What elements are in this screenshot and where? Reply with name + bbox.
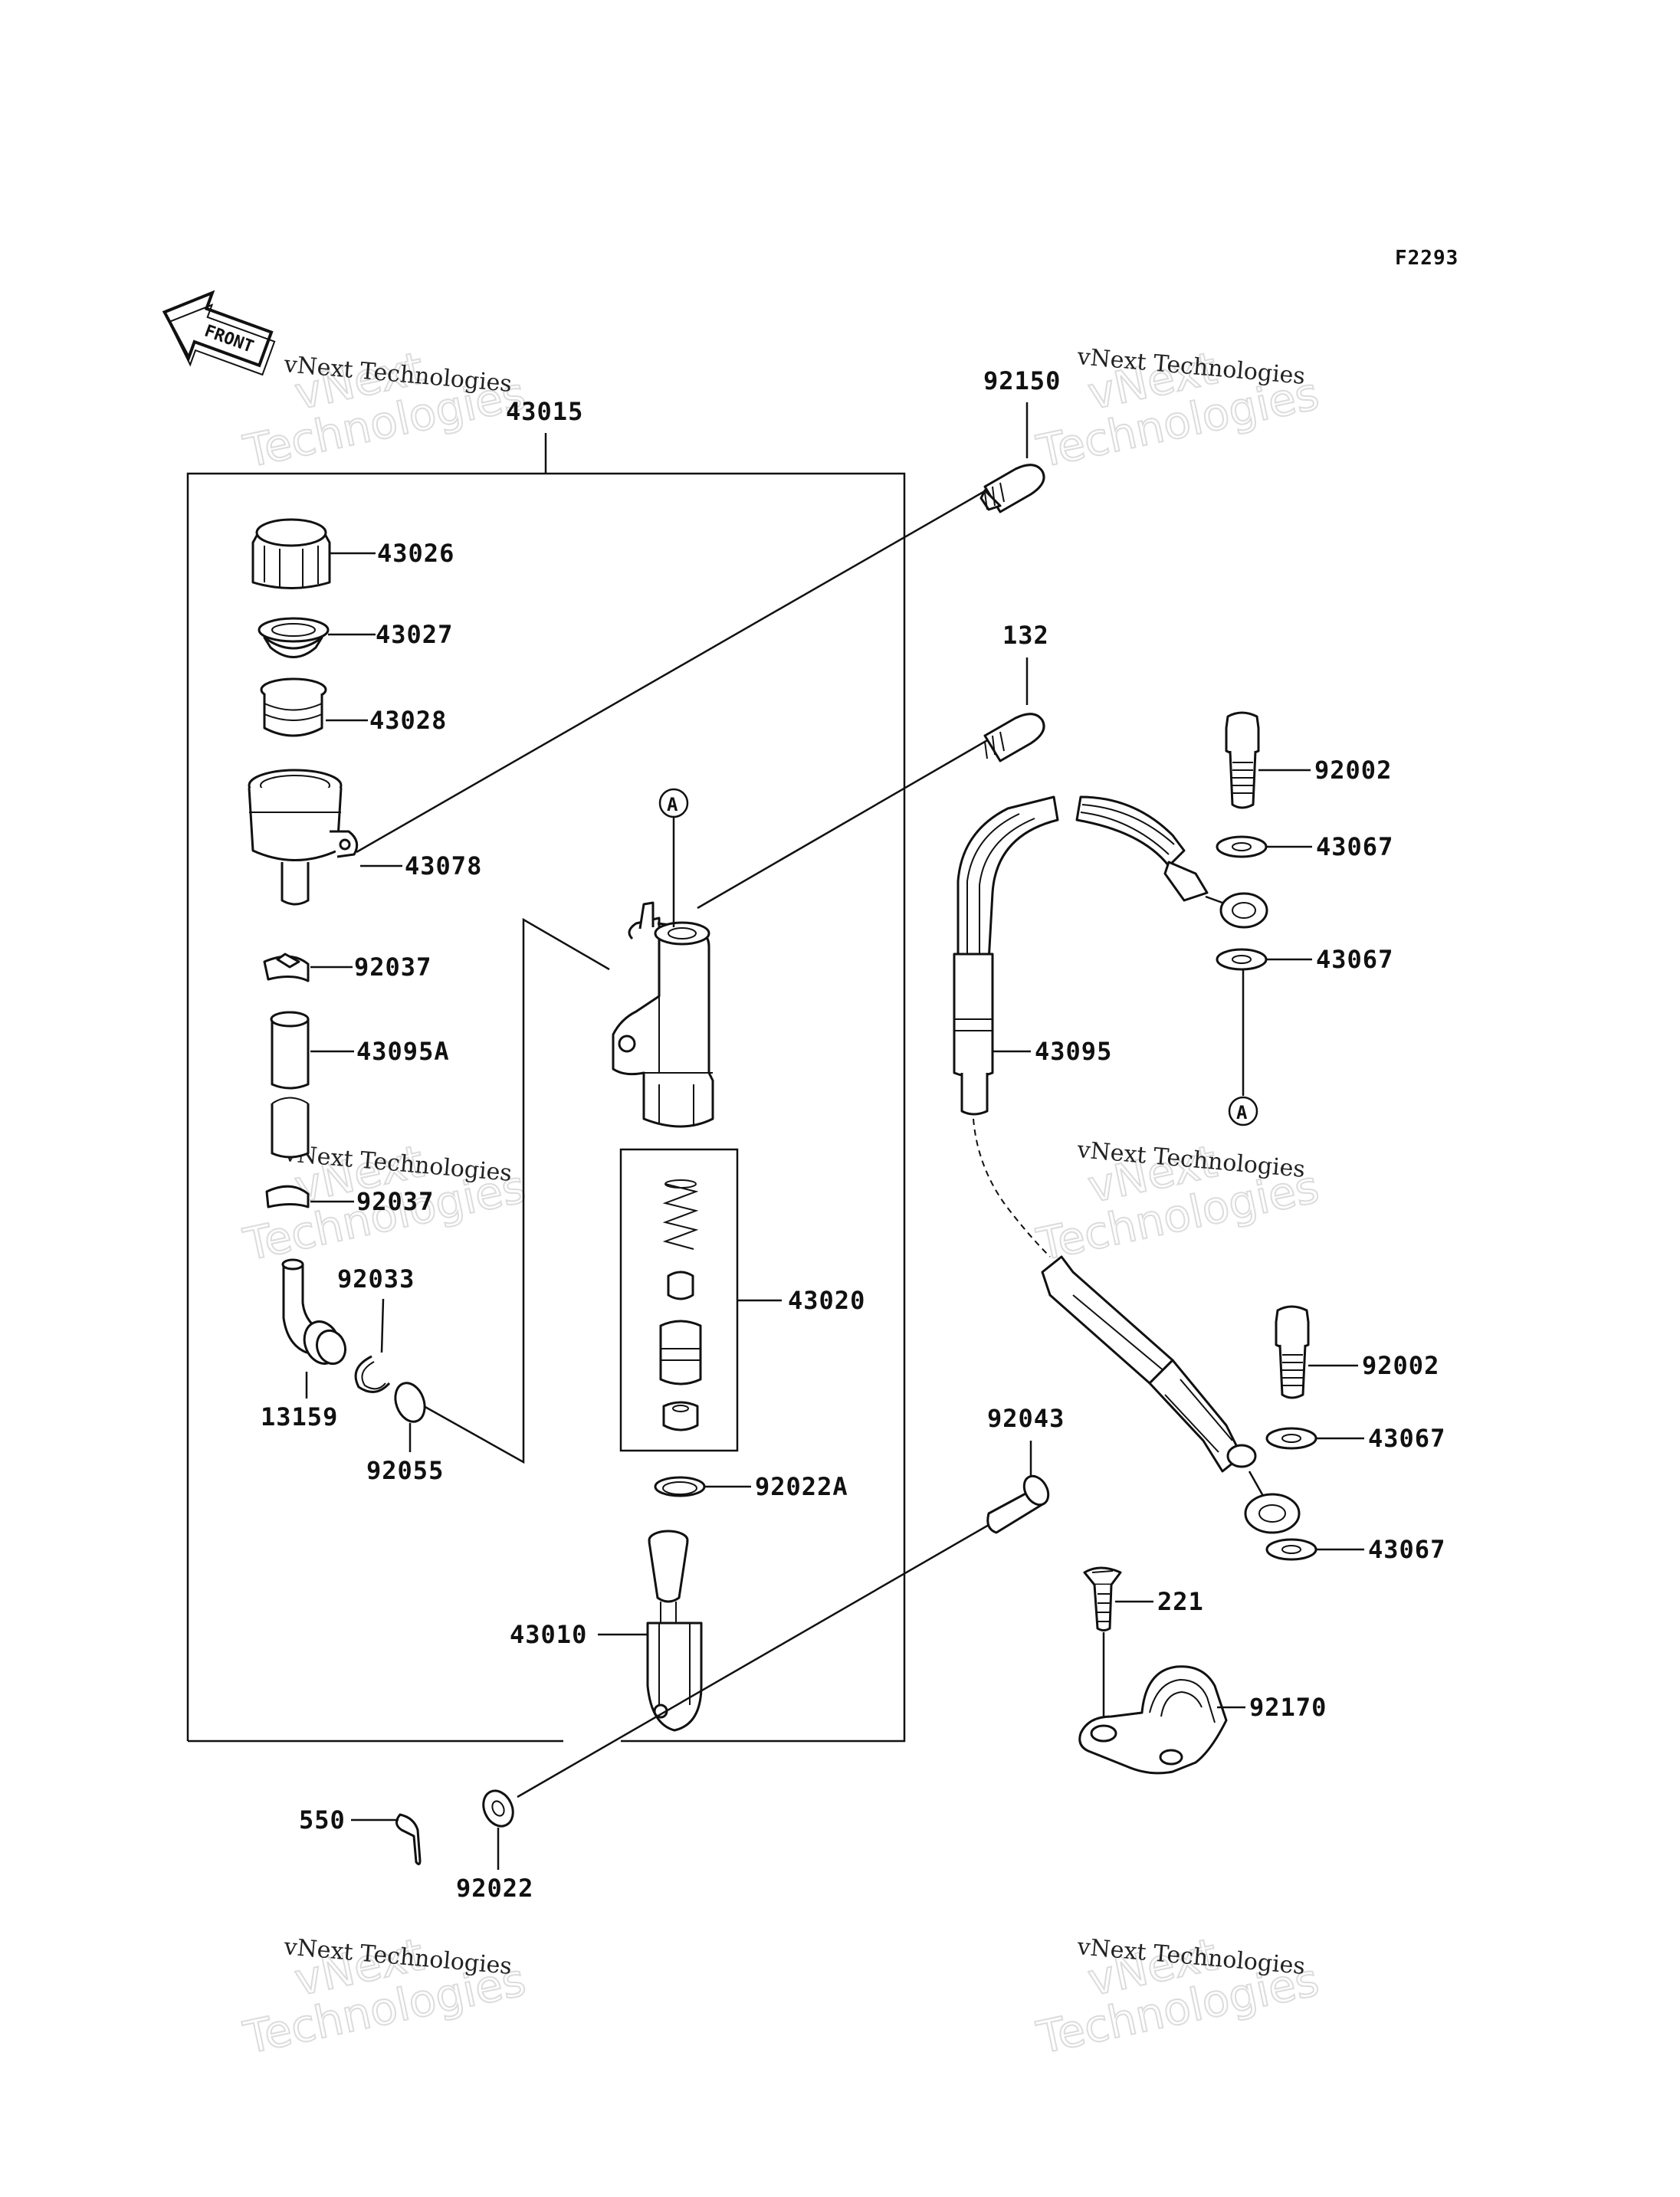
label-43027: 43027: [376, 620, 453, 649]
label-92150: 92150: [983, 366, 1061, 395]
banjo-bolt-92002-bottom: 92002: [1275, 1305, 1439, 1399]
elbow-fitting-13159: 13159: [261, 1258, 347, 1431]
label-92043: 92043: [987, 1404, 1065, 1433]
screw-221: 221: [1083, 1566, 1204, 1720]
label-43026: 43026: [377, 539, 454, 568]
leader-pin-axis: [517, 1523, 989, 1799]
hose-43095A: 43095A: [270, 1011, 450, 1159]
marker-a-top: A: [658, 788, 689, 927]
clamp-92037-bottom: 92037: [265, 1185, 434, 1216]
label-92037-bottom: 92037: [356, 1187, 434, 1216]
washer-43067-b: 43067: [1216, 945, 1393, 1096]
label-550: 550: [299, 1805, 346, 1835]
washer-43067-d: 43067: [1265, 1535, 1445, 1564]
diaphragm-plate-43027: 43027: [258, 617, 453, 658]
leader-oring-to-cylinder: [423, 917, 610, 1464]
circlip-92033: 92033: [337, 1264, 415, 1393]
label-43067-a: 43067: [1316, 832, 1393, 861]
label-92022A: 92022A: [755, 1472, 848, 1501]
label-92002-top: 92002: [1314, 756, 1392, 785]
label-13159: 13159: [261, 1402, 338, 1431]
clamp-92170: 92170: [1078, 1665, 1327, 1775]
reservoir-cap-43026: 43026: [251, 518, 454, 589]
brake-hose-43095: 43095: [953, 795, 1301, 1534]
label-92002-bottom: 92002: [1362, 1351, 1439, 1380]
master-cylinder-body: [612, 901, 714, 1128]
label-43067-b: 43067: [1316, 945, 1393, 974]
piston-kit-43020: 43020: [619, 1148, 865, 1452]
washer-43067-c: 43067: [1265, 1424, 1445, 1453]
label-43095: 43095: [1035, 1037, 1112, 1066]
label-92037-top: 92037: [354, 953, 431, 982]
label-43020: 43020: [788, 1286, 865, 1315]
clamp-92037-top: 92037: [263, 953, 431, 982]
label-132: 132: [1002, 621, 1049, 650]
push-rod-43010: 43010: [510, 1530, 703, 1732]
circlip-92022A: 92022A: [654, 1472, 848, 1501]
bolt-92150: 92150: [356, 366, 1061, 854]
washer-43067-a: 43067: [1216, 832, 1393, 861]
cotter-pin-550: 550: [299, 1805, 422, 1866]
diaphragm-43028: 43028: [260, 677, 447, 737]
label-92170: 92170: [1249, 1693, 1327, 1722]
label-43067-c: 43067: [1368, 1424, 1445, 1453]
label-43095A: 43095A: [356, 1037, 450, 1066]
marker-a-label: A: [667, 794, 678, 815]
label-92055: 92055: [366, 1456, 444, 1485]
label-221: 221: [1157, 1587, 1204, 1616]
figure-code: F2293: [1395, 247, 1459, 270]
label-43010: 43010: [510, 1620, 587, 1649]
marker-a-bottom: A: [1228, 1096, 1258, 1126]
label-92022: 92022: [456, 1874, 533, 1903]
label-43078: 43078: [405, 851, 482, 880]
bolt-132: 132: [697, 621, 1049, 910]
clevis-pin-92043: 92043: [986, 1404, 1065, 1534]
o-ring-92055: 92055: [366, 1382, 444, 1485]
label-43015: 43015: [506, 397, 583, 426]
assembly-box-43015: 43015: [186, 397, 906, 1743]
label-43067-d: 43067: [1368, 1535, 1445, 1564]
front-arrow-icon: FRONT: [162, 290, 276, 376]
label-92033: 92033: [337, 1264, 415, 1294]
reservoir-43078: 43078: [248, 769, 482, 906]
label-43028: 43028: [369, 706, 447, 735]
marker-a-label: A: [1236, 1102, 1248, 1123]
washer-92022: 92022: [456, 1789, 533, 1903]
banjo-bolt-92002-top: 92002: [1225, 711, 1392, 809]
